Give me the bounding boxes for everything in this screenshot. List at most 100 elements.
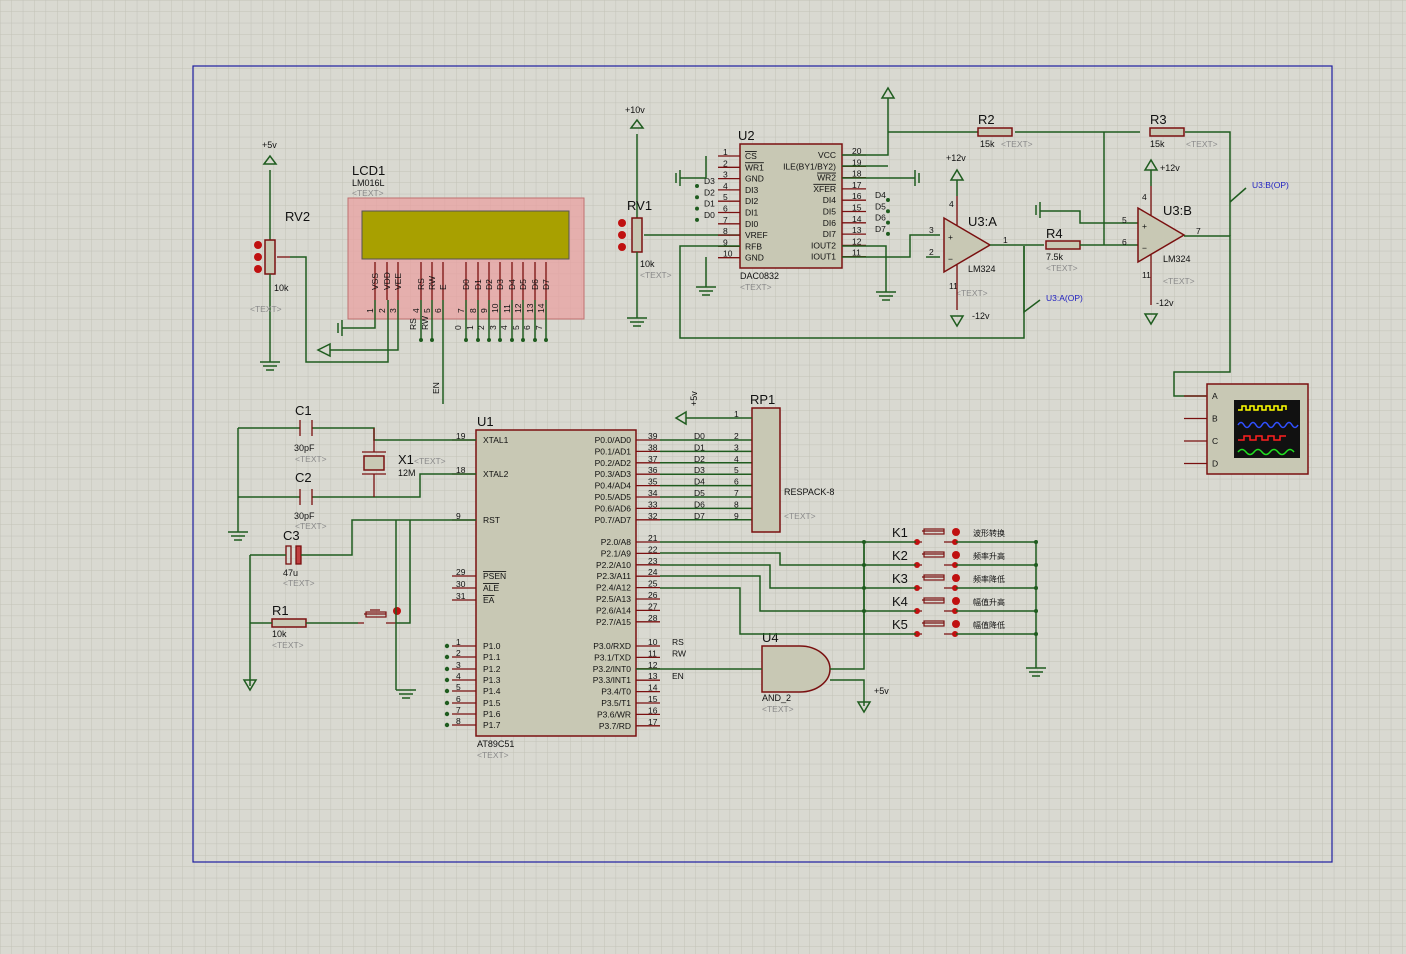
- u1-left-pin-number-11: 6: [456, 694, 461, 704]
- lcd1-ref: LCD1: [352, 163, 385, 178]
- r1-text: <TEXT>: [272, 640, 304, 650]
- r4-text: <TEXT>: [1046, 263, 1078, 273]
- u2-gnd-symbol: [675, 170, 681, 186]
- c2[interactable]: C2 30pF <TEXT>: [238, 470, 476, 531]
- u2-right-net-0: D4: [875, 190, 886, 200]
- r4[interactable]: R4 7.5k <TEXT>: [1045, 226, 1081, 273]
- key-5-dot-right: [952, 631, 958, 637]
- u1-right-pin-number-17: 11: [648, 648, 657, 658]
- key-route-3: [660, 564, 916, 589]
- u3b-pin11: 11: [1142, 270, 1151, 280]
- u1-right-pin-label-8: P2.0/A8: [601, 537, 632, 547]
- key-2-dot-right: [952, 562, 958, 568]
- u2-right-pin-label-0: VCC: [818, 150, 836, 160]
- u1-right-pin-label-17: P3.1/TXD: [594, 652, 631, 662]
- p3-net-3: EN: [672, 671, 684, 681]
- r3[interactable]: R3 15k <TEXT>: [1149, 112, 1218, 149]
- u3b-pin4: 4: [1142, 192, 1147, 202]
- u3a[interactable]: U3:A LM324 <TEXT> + − 3 2 4 11 1 +12v -1…: [929, 153, 1008, 328]
- u2-left-net-dot-3: [695, 217, 699, 222]
- u3b[interactable]: U3:B LM324 <TEXT> + − 5 6 4 11 7 +12v -1…: [1122, 158, 1201, 326]
- p1-dot-6: [444, 711, 450, 717]
- u2-iout2-ground: [876, 291, 896, 301]
- key-1[interactable]: K1 波形转换: [892, 525, 1005, 545]
- u3b-probe-wire: [1229, 187, 1247, 203]
- u3b-body: [1137, 206, 1186, 264]
- key-1-label: 波形转换: [973, 528, 1005, 538]
- r2-ref: R2: [978, 112, 995, 127]
- u3b-probe[interactable]: U3:B(OP): [1252, 180, 1289, 190]
- rv2[interactable]: +5v RV2 10k <TEXT>: [250, 140, 389, 371]
- p1-pin-dots: [444, 643, 450, 728]
- lcd1-ctrl-dot-1: [430, 338, 434, 342]
- u1-right-pin-number-20: 14: [648, 683, 658, 693]
- u1-right-pin-number-7: 32: [648, 511, 658, 521]
- key-1-dot-left: [914, 539, 920, 545]
- lcd-vee-wire: [330, 300, 399, 351]
- u1-right-pin-label-5: P0.5/AD5: [595, 492, 632, 502]
- rv1-text: <TEXT>: [640, 270, 672, 280]
- p0-net-6: D6: [694, 499, 705, 509]
- u2-left-net-1: D2: [704, 187, 715, 197]
- u3b-pin7: 7: [1196, 226, 1201, 236]
- u3b-minus: −: [1142, 243, 1147, 253]
- r2[interactable]: R2 15k <TEXT>: [977, 112, 1033, 149]
- key-1-ref: K1: [892, 525, 908, 540]
- u1-right-pin-number-12: 25: [648, 579, 658, 589]
- lcd1[interactable]: LCD1 LM016L <TEXT> VSS1VDD2VEE3RS4RW5E6D…: [347, 163, 585, 342]
- reset-button[interactable]: [358, 607, 401, 624]
- c1-value: 30pF: [294, 443, 315, 453]
- u3b-vee-label: -12v: [1156, 298, 1174, 308]
- rv1-dot-3: [618, 243, 626, 251]
- lcd1-data-dot-2: [487, 338, 491, 342]
- c1-text: <TEXT>: [295, 454, 327, 464]
- u1-left-pin-number-3: 29: [456, 567, 466, 577]
- u1-right-pin-label-1: P0.1/AD1: [595, 446, 632, 456]
- u2-text: <TEXT>: [740, 282, 772, 292]
- c3-wire: [250, 519, 476, 556]
- rv1[interactable]: +10v RV1 10k <TEXT>: [618, 105, 740, 327]
- u2-right-pin-number-7: 13: [852, 225, 862, 235]
- r3-text: <TEXT>: [1186, 139, 1218, 149]
- key-2-ref: K2: [892, 548, 908, 563]
- key-5-label: 幅值降低: [973, 620, 1005, 630]
- c2-plates: [299, 489, 313, 505]
- u3a-vee-label: -12v: [972, 311, 990, 321]
- u3a-probe[interactable]: U3:A(OP): [1046, 293, 1083, 303]
- lcd1-screen: [361, 210, 570, 260]
- u1-left-pin-number-4: 30: [456, 579, 466, 589]
- c1-plates: [299, 420, 313, 436]
- lcd1-ctrl-dot-0: [419, 338, 423, 342]
- trace-b: [1237, 421, 1299, 429]
- p0-net-1: D1: [694, 442, 705, 452]
- p0-net-3: D3: [694, 465, 705, 475]
- u1-right-pin-label-9: P2.1/A9: [601, 548, 632, 558]
- rp1-pin-number-7: 8: [734, 499, 739, 509]
- x1[interactable]: X1 12M <TEXT>: [362, 428, 446, 497]
- u1-body: [475, 429, 637, 737]
- u1-right-pin-number-19: 13: [648, 671, 658, 681]
- rv1-value: 10k: [640, 259, 655, 269]
- u1-right-pin-label-2: P0.2/AD2: [595, 458, 632, 468]
- u2-right-pin-number-4: 16: [852, 191, 862, 201]
- u1-right-pin-label-12: P2.4/A12: [596, 583, 631, 593]
- u2-right-net-1: D5: [875, 201, 886, 211]
- p1-dot-7: [444, 722, 450, 728]
- lcd1-pin-label-6: E: [438, 284, 448, 290]
- lcd1-pin-number-12: 12: [513, 303, 523, 313]
- lcd1-net-3: 0: [453, 325, 463, 330]
- u2-right-pin-number-3: 17: [852, 180, 862, 190]
- u1-left-pin-label-12: P1.6: [483, 709, 501, 719]
- u2-right-pin-label-6: DI6: [823, 218, 837, 228]
- u1-right-pin-label-14: P2.6/A14: [596, 605, 631, 615]
